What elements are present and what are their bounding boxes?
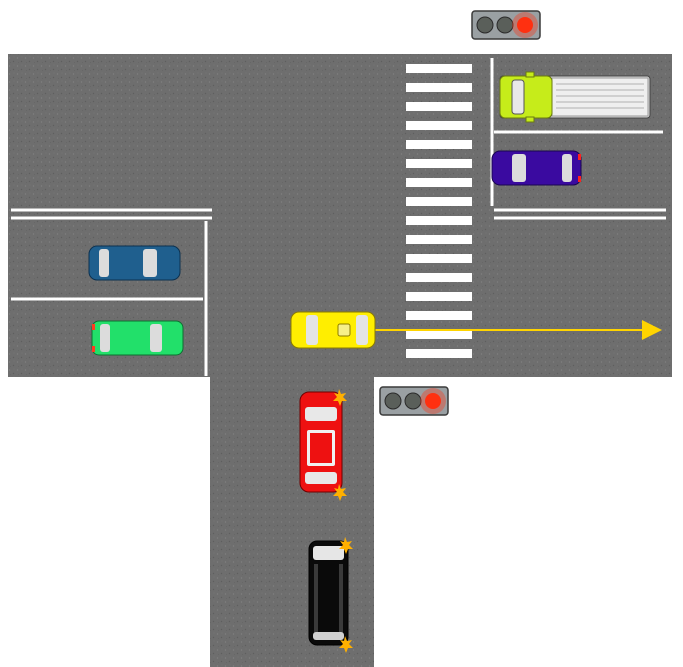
signal-lamp-off — [496, 16, 514, 34]
blue-car — [88, 245, 181, 281]
signal-lamp-red — [517, 17, 533, 33]
purple-car — [491, 150, 582, 186]
yellow-car — [290, 311, 376, 349]
hazard-light-icon — [339, 636, 353, 653]
crosswalk — [406, 64, 472, 358]
traffic-light-top — [471, 10, 541, 40]
signal-lamp-off — [404, 392, 422, 410]
hazard-light-icon — [339, 537, 353, 554]
lane-markings — [11, 58, 666, 376]
signal-lamp-red — [425, 393, 441, 409]
signal-lamp-off — [476, 16, 494, 34]
green-car — [91, 320, 184, 356]
traffic-light-bottom — [379, 386, 449, 416]
signal-lamp-off — [384, 392, 402, 410]
hazard-light-icon — [333, 389, 347, 406]
hazard-light-icon — [333, 484, 347, 501]
red-suv — [299, 389, 347, 501]
black-van — [308, 537, 353, 653]
lime-truck — [499, 71, 651, 123]
